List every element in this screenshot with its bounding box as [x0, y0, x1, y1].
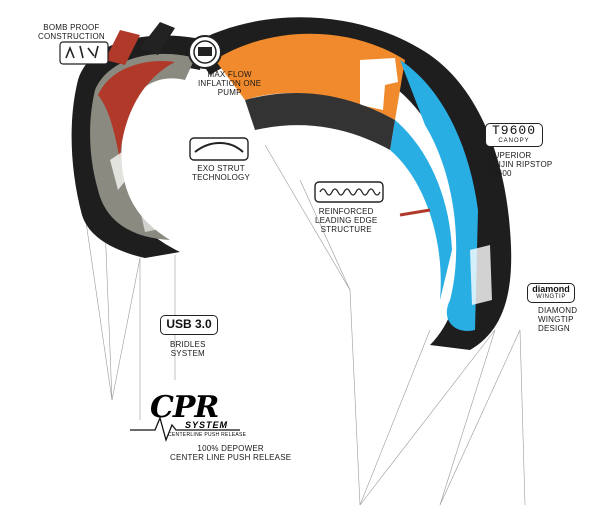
max-flow-label: MAX FLOW INFLATION ONE PUMP [198, 70, 262, 97]
kite-left-wing [71, 22, 205, 259]
cpr-system-text: SYSTEM [185, 420, 229, 430]
wingtip-badge: diamond WINGTIP [527, 283, 575, 303]
reinforced-edge-icon [314, 181, 384, 203]
canopy-badge-main: T9600 [491, 123, 536, 138]
wingtip-label: DIAMOND WINGTIP DESIGN [538, 306, 578, 333]
bomb-proof-label: BOMB PROOF CONSTRUCTION [38, 23, 105, 41]
exo-strut-icon [189, 137, 249, 161]
bridles-badge: USB 3.0 [160, 315, 218, 335]
max-flow-pump-icon [188, 35, 222, 69]
cpr-heartbeat-icon [130, 416, 240, 443]
cpr-label: 100% DEPOWER CENTER LINE PUSH RELEASE [170, 444, 292, 462]
wingtip-badge-sub: WINGTIP [536, 294, 566, 300]
kite-main-canopy [190, 17, 512, 350]
cpr-tagline: CENTERLINE PUSH RELEASE [168, 432, 247, 438]
canopy-label: SUPERIOR TEIJIN RIPSTOP T9600 [488, 151, 553, 178]
bomb-proof-icon [59, 41, 109, 65]
canopy-badge-sub: CANOPY [498, 138, 530, 144]
reinforced-edge-label: REINFORCED LEADING EDGE STRUCTURE [315, 207, 378, 234]
cpr-logo: CPR [150, 390, 219, 425]
wingtip-badge-main: diamond [532, 284, 570, 294]
exo-strut-label: EXO STRUT TECHNOLOGY [192, 164, 251, 182]
canopy-badge: T9600 CANOPY [485, 123, 543, 147]
bridles-label: BRIDLES SYSTEM [170, 340, 206, 358]
